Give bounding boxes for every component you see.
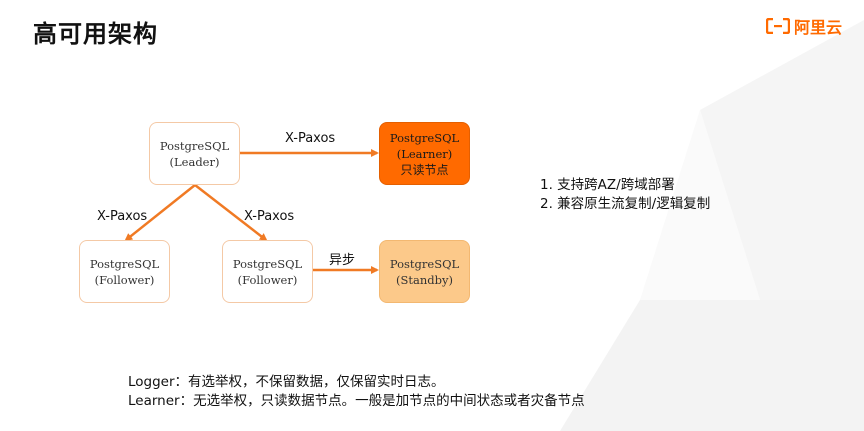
edge-label-follower2-standby: 异步: [329, 253, 356, 268]
feature-list: 1. 支持跨AZ/跨域部署 2. 兼容原生流复制/逻辑复制: [540, 176, 710, 214]
edge-leader-follower2: [194, 184, 268, 242]
node-follower-1-name: PostgreSQL: [89, 256, 160, 271]
node-learner-role: (Learner): [396, 146, 453, 161]
page-title: 高可用架构: [33, 20, 158, 48]
node-standby: PostgreSQL (Standby): [379, 240, 470, 303]
node-follower-1-role: (Follower): [94, 272, 155, 287]
brand-name: 阿里云: [793, 18, 842, 37]
edge-label-leader-learner: X-Paxos: [285, 131, 336, 146]
edge-label-leader-follower1: X-Paxos: [97, 209, 148, 224]
node-leader-role: (Leader): [169, 154, 220, 169]
feature-item: 1. 支持跨AZ/跨域部署: [540, 177, 675, 193]
node-learner: PostgreSQL (Learner) 只读节点: [379, 122, 470, 185]
note-logger: Logger：有选举权，不保留数据，仅保留实时日志。: [128, 374, 445, 390]
edge-leader-follower1: [124, 184, 196, 242]
aliyun-logo-icon: [765, 17, 791, 35]
edge-label-leader-follower2: X-Paxos: [244, 209, 295, 224]
node-standby-role: (Standby): [396, 272, 453, 287]
feature-item: 2. 兼容原生流复制/逻辑复制: [540, 196, 711, 212]
node-follower-2-role: (Follower): [237, 272, 298, 287]
note-learner: Learner：无选举权，只读数据节点。一般是加节点的中间状态或者灾备节点: [128, 393, 585, 409]
node-follower-2-name: PostgreSQL: [232, 256, 303, 271]
brand-logo: 阿里云: [765, 14, 842, 38]
node-learner-extra: 只读节点: [400, 162, 449, 177]
node-leader-name: PostgreSQL: [159, 138, 230, 153]
node-follower-2: PostgreSQL (Follower): [222, 240, 313, 303]
notes: Logger：有选举权，不保留数据，仅保留实时日志。 Learner：无选举权，…: [128, 373, 585, 411]
node-follower-1: PostgreSQL (Follower): [79, 240, 170, 303]
node-leader: PostgreSQL (Leader): [149, 122, 240, 185]
node-learner-name: PostgreSQL: [389, 130, 460, 145]
node-standby-name: PostgreSQL: [389, 256, 460, 271]
